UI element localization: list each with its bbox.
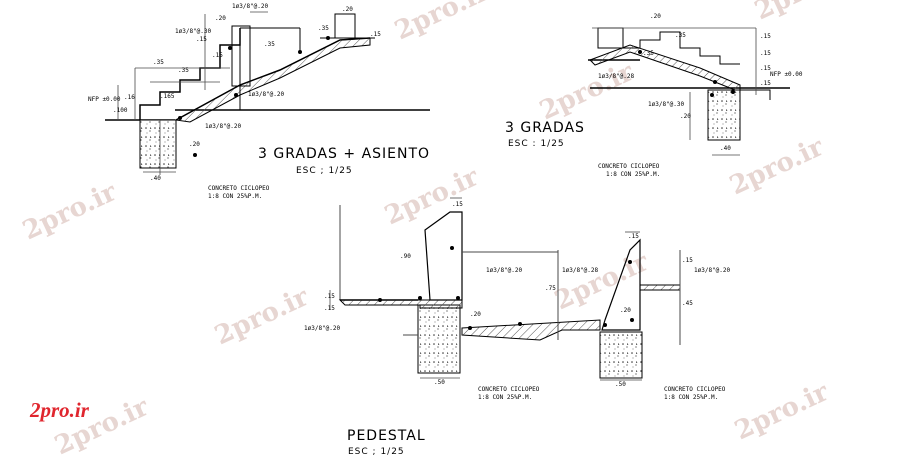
watermark: 2pro.ir [18,177,121,246]
dim-label: .15 [370,31,381,38]
watermark: 2pro.ir [535,57,638,126]
rebar-label: 1ø3/8"@.30 [175,28,212,35]
watermark: 2pro.ir [550,247,653,316]
drawing-3-title: PEDESTAL ESC ; 1/25 [347,428,426,457]
dim-label: .35 [643,50,654,57]
dim-label: .40 [150,175,161,182]
stair-slab [139,28,241,120]
rebar-label: 1ø3/8"@.28 [562,267,599,274]
drawing-3-gradas-asiento [105,11,430,175]
dim-label: .45 [682,300,693,307]
dim-label: .20 [680,113,691,120]
footing-concrete [599,331,643,379]
drawing-title: PEDESTAL [347,428,426,444]
concrete-label: CONCRETO CICLOPEO [208,185,270,192]
watermark-layer: 2pro.ir 2pro.ir 2pro.ir 2pro.ir 2pro.ir … [18,0,853,461]
dim-label: .20 [650,13,661,20]
dim-label: .165 [160,93,175,100]
mix-label: 1:8 CON 25%P.M. [478,394,532,401]
watermark: 2pro.ir [380,162,483,231]
dim-label: .20 [189,141,200,148]
drawing-scale: ESC ; 1/25 [348,447,405,457]
dim-label: .50 [615,381,626,388]
dim-label: .35 [675,32,686,39]
dim-label: .15 [452,201,463,208]
footing-concrete [139,119,177,169]
watermark: 2pro.ir [210,282,313,351]
watermark: 2pro.ir [390,0,493,46]
dim-label: .50 [434,379,445,386]
drawing-pedestal [329,197,681,381]
drawing-title: 3 GRADAS [505,120,585,136]
dim-label: .15 [196,36,207,43]
drawing-scale: ESC ; 1/25 [296,166,353,176]
dim-label: .20 [342,6,353,13]
dim-label: .15 [760,80,771,87]
dim-label: .15 [760,50,771,57]
drawing-title: 3 GRADAS + ASIENTO [258,146,430,162]
dim-label: .90 [400,253,411,260]
concrete-label: CONCRETO CICLOPEO [664,386,726,393]
nfp-label: NFP ±0.00 [88,96,121,103]
dim-label: .75 [545,285,556,292]
drawing-3-gradas [588,27,790,156]
rebar-label: 1ø3/8"@.20 [248,91,285,98]
dim-label: .16 [124,94,135,101]
dim-label: .15 [760,65,771,72]
dim-label: .35 [318,25,329,32]
mix-label: 1:8 CON 25%P.M. [208,193,262,200]
drawing-3-labels: 1ø3/8"@.20 1ø3/8"@.28 1ø3/8"@.20 1ø3/8"@… [304,201,731,401]
dim-label: .20 [470,311,481,318]
watermark: 2pro.ir [730,377,833,446]
dim-label: .35 [264,41,275,48]
dim-label: .20 [620,307,631,314]
slab-hatch [338,299,463,309]
dim-label: .100 [113,107,128,114]
drawing-1-title: 3 GRADAS + ASIENTO ESC ; 1/25 [258,146,430,176]
dim-label: .15 [324,305,335,312]
footing-concrete [707,89,741,141]
dim-label: .20 [215,15,226,22]
rebar-label: 1ø3/8"@.20 [694,267,731,274]
dim-label: .35 [178,67,189,74]
dim-label: .15 [212,52,223,59]
dim-label: .15 [760,33,771,40]
rebar-label: 1ø3/8"@.20 [205,123,242,130]
dim-label: .40 [720,145,731,152]
dim-label: .15 [682,257,693,264]
nfp-label: NFP ±0.00 [770,71,803,78]
concrete-label: CONCRETO CICLOPEO [478,386,540,393]
pedestal-wall [424,211,463,301]
watermark: 2pro.ir [725,132,828,201]
dim-label: .35 [153,59,164,66]
rebar-label: 1ø3/8"@.20 [486,267,523,274]
dim-label: .15 [628,233,639,240]
slab-hatch [174,37,371,123]
drawing-2-labels: 1ø3/8"@.28 1ø3/8"@.30 NFP ±0.00 .20 .35 … [598,13,803,178]
drawing-scale: ESC : 1/25 [508,139,565,149]
rebar-label: 1ø3/8"@.28 [598,73,635,80]
drawing-1-labels: 1ø3/8"@.20 1ø3/8"@.30 1ø3/8"@.20 1ø3/8"@… [88,3,381,200]
seat-block [231,25,251,87]
drawing-2-title: 3 GRADAS ESC : 1/25 [505,120,585,149]
mix-label: 1:8 CON 25%P.M. [606,171,660,178]
rebar-label: 1ø3/8"@.20 [304,325,341,332]
dim-label: .15 [324,293,335,300]
footing-concrete [417,304,461,374]
stair-slab [620,31,740,65]
rebar-label: 1ø3/8"@.20 [232,3,269,10]
brand-logo: 2pro.ir [30,398,89,422]
rebar-label: 1ø3/8"@.30 [648,101,685,108]
concrete-label: CONCRETO CICLOPEO [598,163,660,170]
slab-hatch [461,319,601,341]
watermark: 2pro.ir [750,0,853,26]
mix-label: 1:8 CON 25%P.M. [664,394,718,401]
